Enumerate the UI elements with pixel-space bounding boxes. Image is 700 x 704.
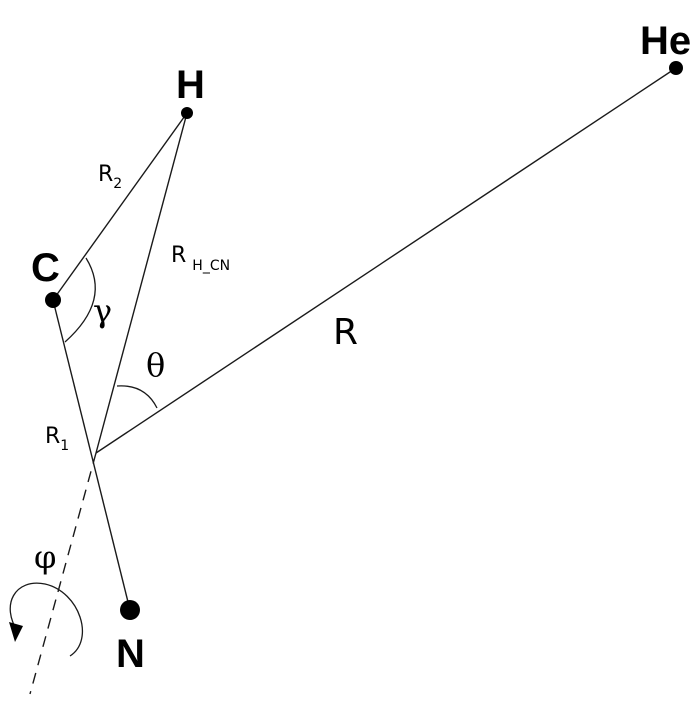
h-atom — [181, 107, 193, 119]
theta-angle-arc — [116, 385, 158, 409]
c-label: C — [31, 246, 60, 290]
r2-label-sub: 2 — [113, 176, 122, 192]
r1-bond-c-n — [52, 299, 131, 611]
gamma-label: γ — [93, 292, 112, 330]
he-label: He — [640, 19, 691, 63]
n-atom — [120, 600, 140, 620]
r-h-cn-vector — [95, 112, 188, 454]
theta-label: θ — [146, 346, 165, 384]
r-h-cn-label-main: R — [171, 243, 186, 268]
phi-arrow-head-icon — [9, 622, 23, 642]
r2-bond-c-h — [52, 112, 188, 301]
r-label: R — [333, 312, 358, 353]
h-label: H — [176, 63, 205, 107]
r2-label-main: R — [98, 162, 113, 187]
r1-label-main: R — [45, 424, 60, 449]
r1-label-sub: 1 — [60, 438, 69, 454]
he-atom — [669, 61, 683, 75]
r-vector-to-he — [95, 67, 677, 454]
gamma-angle-arc — [64, 257, 96, 343]
phi-rotation-arrow — [9, 582, 84, 657]
r-h-cn-label-sub: H_CN — [192, 258, 230, 274]
phi-label: φ — [34, 538, 56, 576]
r2-label: R2 — [98, 162, 122, 192]
r1-label: R1 — [45, 424, 69, 454]
r-h-cn-label: R H_CN — [171, 243, 230, 274]
c-atom — [45, 292, 61, 308]
rotation-axis-dashed — [29, 452, 97, 695]
n-label: N — [116, 632, 145, 676]
